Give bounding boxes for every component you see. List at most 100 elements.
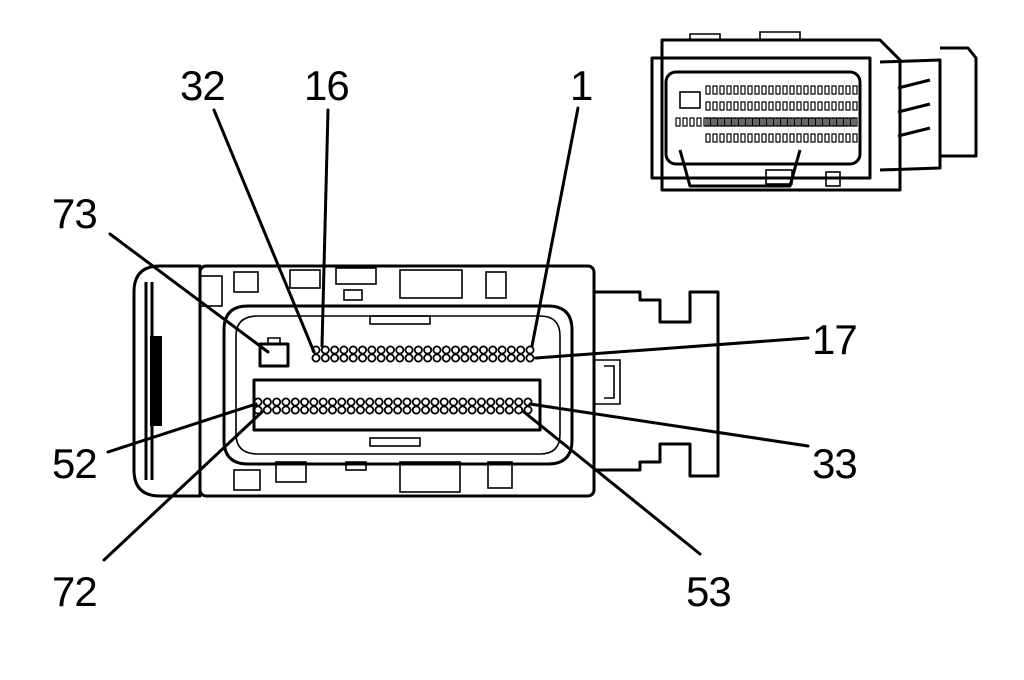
mini-pin-cavity — [817, 85, 823, 95]
pin-cavity-top — [358, 345, 368, 363]
leader-32 — [212, 108, 316, 354]
pin-labels: 32 16 1 73 17 33 52 72 53 — [52, 62, 858, 615]
mini-pin-cavity — [831, 133, 837, 143]
leader-16 — [320, 108, 330, 348]
mini-pin-cavity — [824, 133, 830, 143]
pin-cavity-top — [413, 345, 423, 363]
mini-pin-cavity — [810, 101, 816, 111]
leader-72 — [102, 410, 264, 562]
mini-pin-cavity — [831, 85, 837, 95]
leader-73 — [108, 232, 270, 354]
label-pin-53: 53 — [686, 568, 731, 615]
pin-cavity-bottom — [300, 397, 310, 415]
pin-cavity-bottom — [262, 397, 272, 415]
pin-cavity-bottom — [476, 397, 486, 415]
pin-cavity-top — [460, 345, 470, 363]
mini-pin-cavity — [773, 117, 779, 127]
mini-pin-cavity — [775, 133, 781, 143]
mini-pin-cavity — [808, 117, 814, 127]
mini-pin-cavity — [831, 101, 837, 111]
pin-cavity-bottom — [365, 397, 375, 415]
pin-cavity-bottom — [467, 397, 477, 415]
mini-pin-cavity — [710, 117, 716, 127]
mini-pin-cavity — [719, 85, 725, 95]
pin-cavity-bottom — [449, 397, 459, 415]
pin-cavity-top — [497, 345, 507, 363]
pin-cavity-top — [395, 345, 405, 363]
mini-pin-cavity — [705, 101, 711, 111]
pin-cavity-bottom — [374, 397, 384, 415]
mini-pin-cavity — [675, 117, 681, 127]
pin-cavity-bottom — [486, 397, 496, 415]
mini-pin-cavity — [801, 117, 807, 127]
mini-pin-cavity — [738, 117, 744, 127]
mini-pin-cavity — [754, 133, 760, 143]
connector-perspective-view — [650, 31, 978, 192]
pin-cavity-bottom — [318, 397, 328, 415]
pin-cavity-bottom — [337, 397, 347, 415]
mini-pin-cavity — [759, 117, 765, 127]
leader-52 — [106, 402, 258, 454]
mini-pin-cavity — [733, 133, 739, 143]
mini-pin-cavity — [731, 117, 737, 127]
mini-pin-cavity — [782, 133, 788, 143]
label-pin-72: 72 — [52, 568, 97, 615]
pin-cavity-top — [478, 345, 488, 363]
mini-pin-cavity — [787, 117, 793, 127]
pin-cavity-top — [423, 345, 433, 363]
label-pin-32: 32 — [180, 62, 225, 109]
pin-cavity-top — [516, 345, 526, 363]
pin-cavity-bottom — [327, 397, 337, 415]
mini-pin-cavity — [705, 85, 711, 95]
mini-pin-cavity — [703, 117, 709, 127]
mini-pin-cavity — [852, 101, 858, 111]
pin-cavity-top — [348, 345, 358, 363]
pin-cavity-bottom — [393, 397, 403, 415]
mini-pin-cavity — [747, 101, 753, 111]
mini-pin-cavity — [850, 117, 856, 127]
mini-pin-cavity — [768, 85, 774, 95]
mini-pin-cavity — [796, 85, 802, 95]
mini-pin-cavity — [796, 133, 802, 143]
mini-pin-cavity — [794, 117, 800, 127]
mini-pin-cavity — [780, 117, 786, 127]
connector-face-view — [132, 264, 720, 498]
mini-pin-cavity — [740, 85, 746, 95]
mini-pin-cavity — [845, 101, 851, 111]
mini-pin-cavity — [740, 133, 746, 143]
pin-cavity-bottom — [439, 397, 449, 415]
pin-cavity-bottom — [458, 397, 468, 415]
pin-cavity-top — [432, 345, 442, 363]
mini-pin-cavity — [754, 101, 760, 111]
label-pin-73: 73 — [52, 190, 97, 237]
pin-cavity-top — [339, 345, 349, 363]
pin-cavity-top — [376, 345, 386, 363]
mini-pin-cavity — [810, 85, 816, 95]
mini-pin-cavity — [768, 101, 774, 111]
mini-pin-cavity — [724, 117, 730, 127]
pin-cavity-top — [385, 345, 395, 363]
mini-pin-cavity — [789, 101, 795, 111]
mini-pin-cavity — [726, 101, 732, 111]
pin-cavity-bottom — [346, 397, 356, 415]
leader-1 — [530, 106, 580, 348]
mini-pin-cavity — [740, 101, 746, 111]
pin-cavity-top — [404, 345, 414, 363]
pin-cavity-bottom — [309, 397, 319, 415]
pin-cavity-top — [488, 345, 498, 363]
mini-pin-cavity — [824, 101, 830, 111]
mini-pin-cavity — [852, 85, 858, 95]
pin-cavity-bottom — [421, 397, 431, 415]
mini-pin-cavity — [796, 101, 802, 111]
pin-cavity-top — [320, 345, 330, 363]
mini-pin-cavity — [696, 117, 702, 127]
mini-pin-cavity — [829, 117, 835, 127]
mini-pin-cavity — [810, 133, 816, 143]
mini-pin-cavity — [817, 133, 823, 143]
pin-cavity-bottom — [272, 397, 282, 415]
mini-pin-cavity — [824, 85, 830, 95]
mini-pin-cavity — [726, 133, 732, 143]
mini-pin-cavity — [733, 101, 739, 111]
label-pin-17: 17 — [812, 316, 857, 363]
